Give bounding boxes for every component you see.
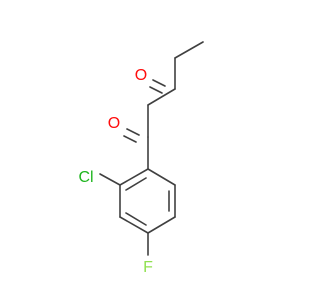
ring-bond-1 bbox=[119, 168, 149, 186]
structure-canvas: O O Cl F bbox=[78, 41, 204, 276]
bond-c1-o-double-b bbox=[123, 135, 137, 143]
bond-c3-c2 bbox=[147, 88, 176, 106]
oxygen-atom-label: O bbox=[108, 115, 120, 132]
bond-c3-o-double-b bbox=[149, 86, 163, 94]
oxygen-atom-label: O bbox=[135, 67, 147, 84]
bond-ring-cl bbox=[99, 173, 121, 186]
molecule-drawing: O O Cl F bbox=[78, 41, 204, 276]
bond-c5-c4 bbox=[174, 41, 204, 59]
bond-c1-o-double-a bbox=[126, 128, 140, 136]
ring-bond-3 bbox=[119, 216, 149, 234]
ring-bond-6 bbox=[147, 168, 176, 186]
ring-inner-bond-1 bbox=[125, 177, 147, 191]
ring-bond-4 bbox=[147, 216, 176, 234]
chlorine-atom-label: Cl bbox=[78, 169, 93, 186]
fluorine-atom-label: F bbox=[143, 259, 153, 276]
ring-inner-bond-2 bbox=[125, 212, 147, 226]
bond-c3-o-double-a bbox=[152, 79, 166, 87]
